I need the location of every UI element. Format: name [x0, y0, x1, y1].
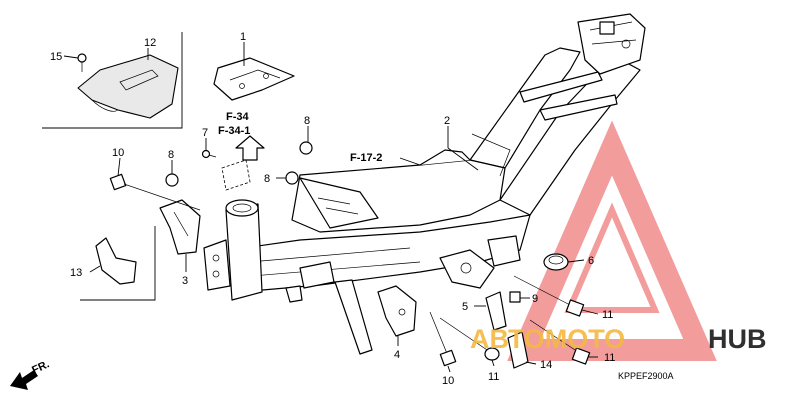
callout-11-right: 11 [604, 352, 615, 364]
dashed-plate [221, 159, 251, 191]
callout-3: 3 [182, 275, 188, 287]
watermark-text: AВТОМОТО HUB [470, 324, 767, 354]
part-2-main-frame [203, 13, 646, 355]
callout-9: 9 [532, 293, 538, 305]
callout-8-mid: 8 [264, 173, 270, 185]
callout-4: 4 [394, 349, 400, 361]
callout-6: 6 [588, 255, 594, 267]
callout-14: 14 [540, 359, 552, 371]
part-8-nut-mid-icon [285, 171, 299, 185]
part-15-clip-icon [77, 53, 87, 72]
section-ref-f34-1: F-34-1 [218, 125, 250, 137]
callout-5: 5 [462, 301, 468, 313]
part-4-bracket [377, 285, 417, 337]
section-ref-f34: F-34 [226, 111, 250, 123]
part-10-bolt-upper-icon [109, 173, 201, 211]
part-13-bracket [95, 237, 137, 285]
part-5-bracket [485, 291, 507, 331]
leader-lines [63, 42, 599, 373]
part-9-nut-icon [509, 291, 521, 303]
callout-8-top: 8 [304, 115, 310, 127]
callout-13: 13 [70, 267, 82, 279]
callout-10-lower: 10 [442, 375, 454, 387]
callout-12: 12 [144, 37, 156, 49]
inset-box-top-left [42, 32, 183, 129]
callout-2: 2 [444, 115, 450, 127]
part-7-screw-icon [201, 149, 217, 159]
part-3-bracket [159, 199, 201, 255]
callout-11-lower: 11 [488, 371, 499, 383]
part-8-nut-left-icon [165, 173, 179, 187]
part-11-bolt-right-icon [529, 319, 591, 365]
part-12-cover [77, 54, 179, 119]
reference-code: KPPEF2900A [618, 371, 674, 381]
part-6-plug-icon [543, 253, 569, 271]
callout-11-upper: 11 [602, 309, 613, 321]
part-8-nut-top-icon [299, 141, 313, 155]
section-ref-f17-2: F-17-2 [350, 152, 382, 164]
callout-8-left: 8 [168, 149, 174, 161]
part-10-bolt-lower-icon [429, 311, 457, 367]
callout-7: 7 [202, 127, 208, 139]
section-ref-arrow-icon [235, 135, 265, 161]
callout-10-upper: 10 [112, 147, 124, 159]
front-direction-arrow-icon [10, 370, 38, 390]
part-11-bolt-long-icon [513, 275, 585, 317]
callout-15: 15 [50, 51, 62, 63]
watermark-brand-part1: AВТОМОТО [470, 324, 625, 354]
inset-box-left [80, 226, 156, 301]
part-1-bracket [213, 57, 295, 101]
watermark-brand-part2: HUB [708, 324, 767, 354]
direction-marker: FR. [30, 358, 51, 376]
callout-1: 1 [240, 31, 246, 43]
watermark-logo-icon [507, 120, 717, 361]
